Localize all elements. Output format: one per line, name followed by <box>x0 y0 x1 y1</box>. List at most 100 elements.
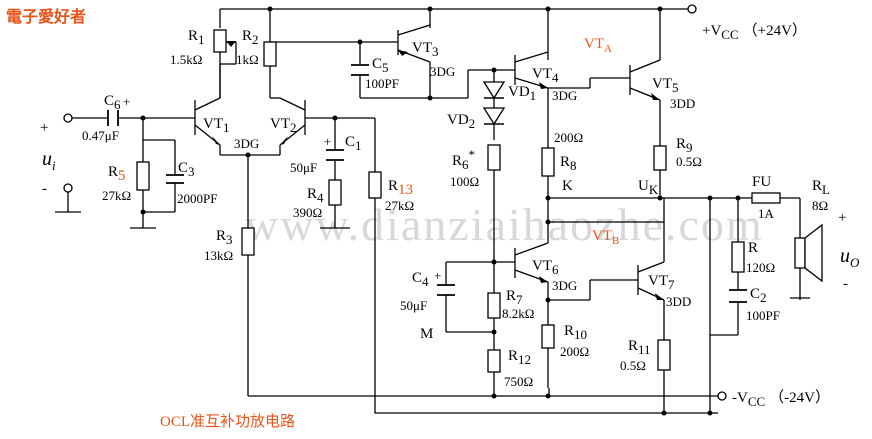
r9-label: R9 <box>676 136 693 155</box>
resistor-r <box>731 241 745 273</box>
r3-label: R3 <box>216 228 233 247</box>
input-terminal-plus <box>63 113 73 123</box>
resistor-r1 <box>213 29 227 53</box>
vt3-label: VT3 <box>412 40 439 59</box>
c4-polarity: + <box>434 268 441 283</box>
input-plus-sign: + <box>40 120 48 136</box>
r3-value: 13kΩ <box>204 248 233 263</box>
r8-label: R8 <box>560 154 577 173</box>
resistor-r7 <box>487 292 501 319</box>
rl-label: RL <box>812 178 830 197</box>
r13-label: R13 <box>388 178 413 198</box>
c4-label: C4 <box>412 270 429 289</box>
vt6-arrow-icon <box>539 276 548 283</box>
c5-value: 100PF <box>365 76 399 91</box>
junctions <box>140 6 741 416</box>
r5-value: 27kΩ <box>102 188 131 203</box>
diode-vd1-icon <box>482 81 506 100</box>
c1-polarity: + <box>324 134 331 149</box>
r-value: 120Ω <box>746 260 775 275</box>
resistor-r2 <box>263 41 277 67</box>
output-plus-sign: + <box>838 210 846 226</box>
c3-value: 2000PF <box>177 191 217 206</box>
r11-label: R11 <box>628 338 651 357</box>
resistor-r12 <box>487 349 501 373</box>
terminals <box>63 4 727 401</box>
speaker-icon <box>794 223 823 283</box>
vcc-neg-terminal <box>717 391 727 401</box>
capacitors <box>107 64 747 303</box>
watermark: www.dianziaihaozhe.com <box>245 199 764 250</box>
resistor-r10 <box>541 324 555 349</box>
vt7-label: VT7 <box>648 273 675 292</box>
pot-arrow-icon <box>226 41 236 47</box>
vt3-type: 3DG <box>430 64 455 79</box>
site-logo: 電子愛好者 <box>6 7 86 26</box>
node-uk-label: UK <box>638 178 659 197</box>
c6-polarity: + <box>123 94 130 109</box>
vd2-label: VD2 <box>447 112 475 131</box>
r7-label: R7 <box>506 288 523 307</box>
fuse-value: 1A <box>758 206 775 221</box>
vt6-label: VT6 <box>532 258 559 277</box>
input-voltage-label: ui <box>42 148 56 173</box>
vt7-arrow-icon <box>655 293 664 300</box>
r2-value: 1kΩ <box>236 52 259 67</box>
r-label: R <box>748 240 758 256</box>
resistor-r8 <box>541 147 555 177</box>
vt7-type: 3DD <box>666 294 691 309</box>
resistor-r9 <box>653 145 667 171</box>
vtb-label: VTB <box>592 228 619 247</box>
r4-value: 390Ω <box>293 205 322 220</box>
r6-label: R6* <box>452 147 475 172</box>
c1-value: 50μF <box>290 160 317 175</box>
r1-label: R1 <box>188 28 205 47</box>
vd1-label: VD1 <box>508 84 536 103</box>
vta-label: VTA <box>584 36 612 55</box>
resistor-r3 <box>241 227 255 256</box>
node-m-label: M <box>420 326 433 342</box>
vt4-label: VT4 <box>532 66 559 85</box>
node-k-label: K <box>562 178 573 194</box>
vt4-arrow-icon <box>539 82 548 89</box>
caption: OCL准互补功放电路 <box>160 413 295 430</box>
r7-value: 8.2kΩ <box>502 306 534 321</box>
transistor-arrows <box>212 50 664 300</box>
vcc-neg-label: -VCC（-24V） <box>732 389 830 409</box>
vt5-label: VT5 <box>652 76 679 95</box>
r2-label: R2 <box>242 28 259 47</box>
r5-label: R5 <box>108 164 126 184</box>
r12-value: 750Ω <box>504 374 533 389</box>
vt5-arrow-icon <box>651 93 660 100</box>
r9-value: 0.5Ω <box>676 154 702 169</box>
vt6-type: 3DG <box>552 278 577 293</box>
r1-value: 1.5kΩ <box>170 52 202 67</box>
r11-value: 0.5Ω <box>620 358 646 373</box>
diode-vd2-icon <box>482 107 506 126</box>
resistors <box>136 29 781 373</box>
input-minus-sign: - <box>42 181 47 197</box>
resistor-r6 <box>487 144 501 171</box>
vt5-type: 3DD <box>670 96 695 111</box>
c5-label: C5 <box>372 56 389 75</box>
output-voltage-label: uO <box>840 245 860 270</box>
r13-value: 27kΩ <box>385 198 414 213</box>
c4-value: 50μF <box>400 298 427 313</box>
c2-value: 100PF <box>746 308 780 323</box>
r8-value: 200Ω <box>554 130 583 145</box>
r4-label: R4 <box>307 186 324 205</box>
diodes <box>482 81 506 126</box>
vt1-arrow-icon <box>212 136 220 145</box>
resistor-r4 <box>328 179 342 206</box>
wiring <box>55 8 810 414</box>
vt2-label: VT2 <box>270 116 297 135</box>
input-terminal-minus <box>63 183 73 193</box>
c6-value: 0.47μF <box>82 128 119 143</box>
r10-label: R10 <box>564 323 587 342</box>
fuse-label: FU <box>752 174 771 190</box>
c2-label: C2 <box>750 286 767 305</box>
r10-value: 200Ω <box>560 344 589 359</box>
vcc-pos-label: +VCC（+24V） <box>702 22 807 42</box>
vt4-type: 3DG <box>552 88 577 103</box>
